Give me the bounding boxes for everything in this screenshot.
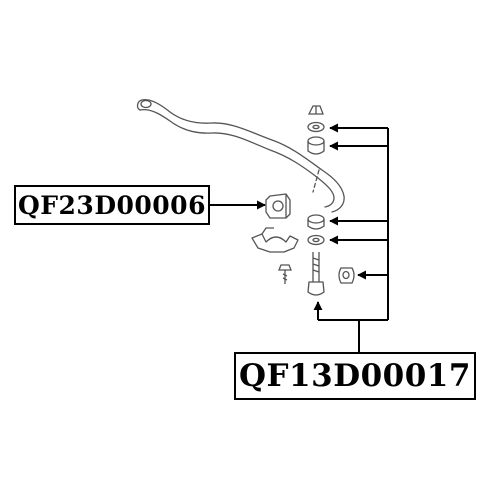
leader-lower: [313, 123, 389, 352]
stabilizer-bushing: [265, 193, 291, 219]
stabilizer-bar: [136, 98, 345, 213]
part-number-lower: QF13D00017: [234, 352, 476, 400]
part-number-upper: QF23D00006: [14, 185, 210, 225]
washer-top: [307, 121, 325, 133]
bracket-bolt: [278, 264, 292, 284]
stabilizer-bracket: [251, 227, 299, 253]
side-bushing: [338, 267, 355, 284]
bushing-top: [307, 136, 325, 155]
washer-lower: [307, 234, 325, 246]
stabilizer-link: [307, 252, 325, 296]
bushing-lower: [307, 214, 325, 230]
top-nut: [307, 105, 324, 115]
